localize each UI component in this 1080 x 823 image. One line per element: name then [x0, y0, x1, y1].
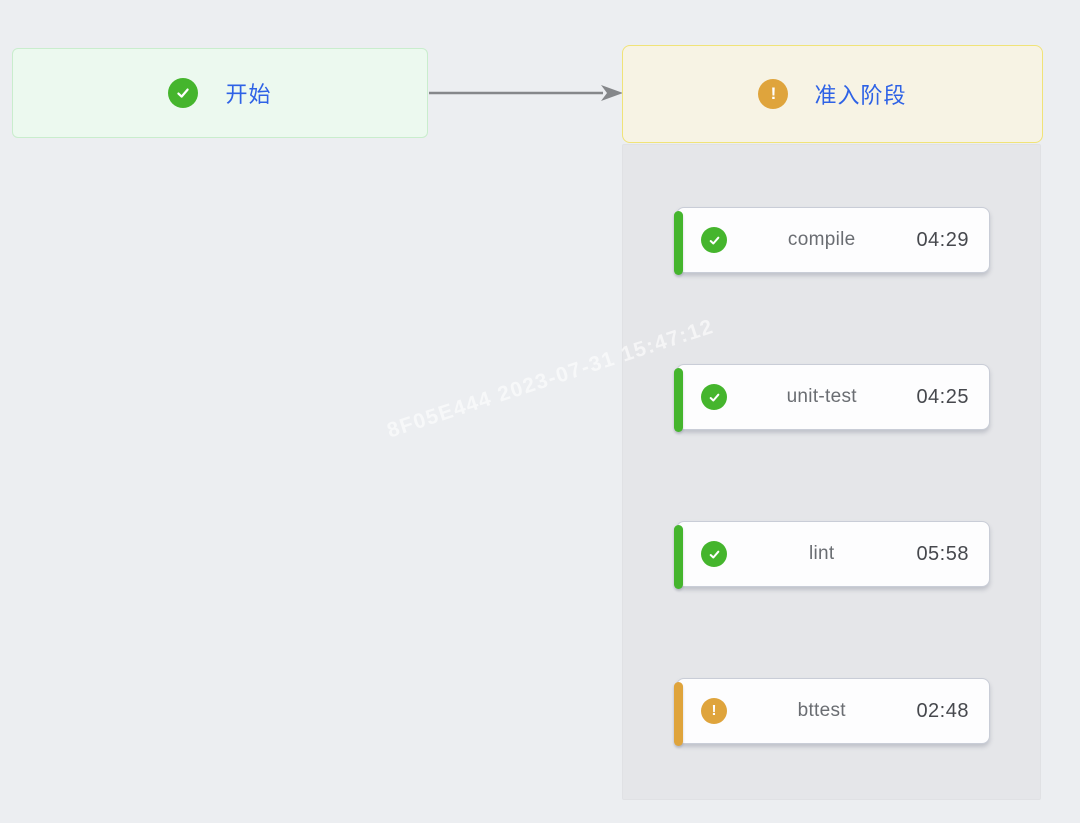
task-status-bar: [674, 682, 683, 746]
task-duration: 04:25: [916, 385, 969, 408]
check-circle-icon: [701, 227, 727, 253]
task-duration: 04:29: [916, 228, 969, 251]
task-card-unit-test[interactable]: unit-test 04:25: [674, 364, 990, 432]
task-card-bttest[interactable]: ! bttest 02:48: [674, 678, 990, 746]
check-circle-icon: [701, 384, 727, 410]
task-status-bar: [674, 368, 683, 432]
start-node[interactable]: 开始: [12, 48, 428, 138]
task-status-bar: [674, 211, 683, 275]
check-circle-icon: [168, 78, 199, 108]
stage-panel: compile 04:29 unit-test 04:25: [622, 144, 1041, 800]
connector-arrow: [429, 85, 623, 101]
task-card-compile[interactable]: compile 04:29: [674, 207, 990, 275]
stage-title: 准入阶段: [814, 83, 907, 108]
check-circle-icon: [701, 541, 727, 567]
exclamation-circle-icon: !: [758, 79, 789, 109]
task-name: compile: [787, 229, 856, 250]
task-name: unit-test: [786, 386, 857, 407]
stage-header-node[interactable]: ! 准入阶段: [622, 45, 1043, 143]
task-card-lint[interactable]: lint 05:58: [674, 521, 990, 589]
start-node-label: 开始: [225, 82, 272, 107]
task-duration: 02:48: [916, 699, 969, 722]
exclamation-circle-icon: !: [701, 698, 727, 724]
task-status-bar: [674, 525, 683, 589]
task-duration: 05:58: [916, 542, 969, 565]
task-name: bttest: [797, 700, 846, 721]
task-name: lint: [808, 543, 835, 564]
